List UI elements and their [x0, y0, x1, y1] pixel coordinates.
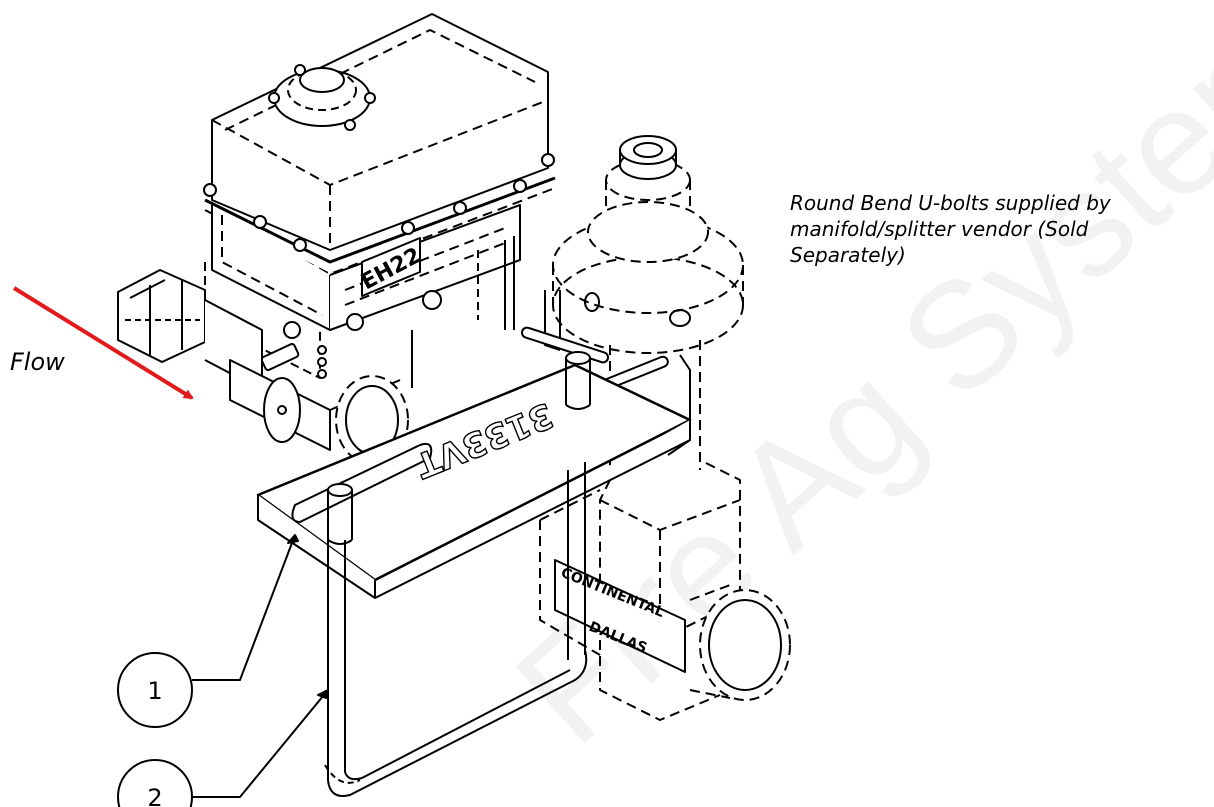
leader-line-1	[192, 534, 296, 681]
inlet-fitting	[117, 269, 409, 465]
u-bolt-supply-note: Round Bend U-bolts supplied by manifold/…	[790, 190, 1210, 268]
balloon-1	[117, 652, 193, 728]
balloon-1-number: 1	[147, 677, 162, 705]
note-line-2: manifold/splitter vendor (Sold	[790, 217, 1089, 241]
flow-arrow	[12, 286, 194, 400]
u-bolt	[324, 462, 588, 797]
actuator-housing	[203, 13, 556, 388]
note-line-1: Round Bend U-bolts supplied by	[790, 191, 1111, 215]
flow-label: Flow	[10, 348, 65, 376]
note-line-3: Separately)	[790, 243, 906, 267]
balloon-2	[117, 759, 193, 807]
leader-line-2	[192, 689, 329, 798]
mounting-bracket	[256, 351, 692, 599]
balloon-2-number: 2	[147, 784, 162, 807]
